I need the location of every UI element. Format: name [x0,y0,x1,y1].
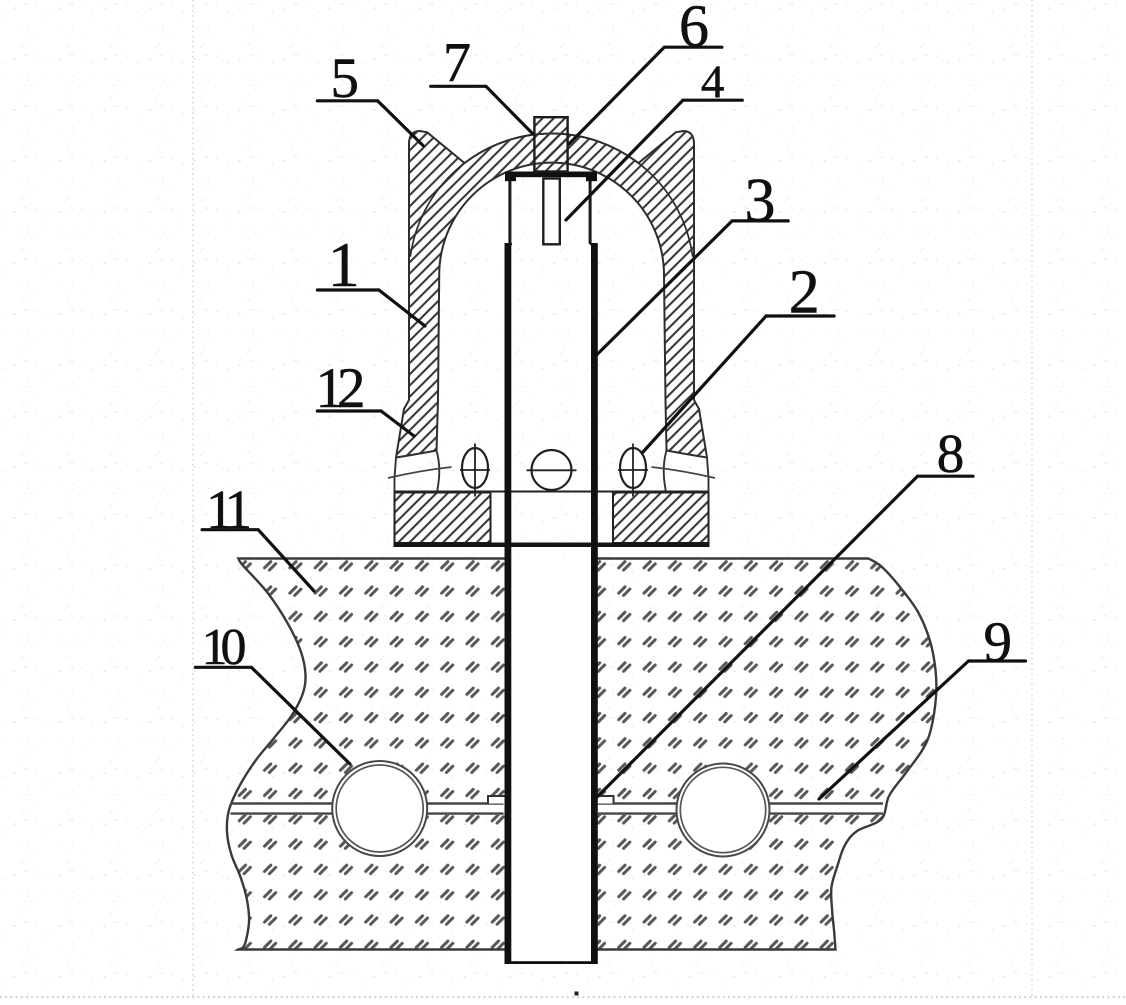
svg-text:2: 2 [789,259,820,327]
svg-text:10: 10 [202,619,246,676]
svg-text:9: 9 [984,611,1013,674]
svg-text:8: 8 [937,423,965,484]
svg-text:11: 11 [206,479,249,540]
svg-text:12: 12 [316,357,364,420]
svg-text:3: 3 [745,167,776,235]
svg-text:6: 6 [679,0,709,59]
svg-text:1: 1 [328,229,360,300]
svg-text:7: 7 [443,32,471,94]
svg-text:4: 4 [701,56,725,108]
svg-text:5: 5 [331,47,360,110]
